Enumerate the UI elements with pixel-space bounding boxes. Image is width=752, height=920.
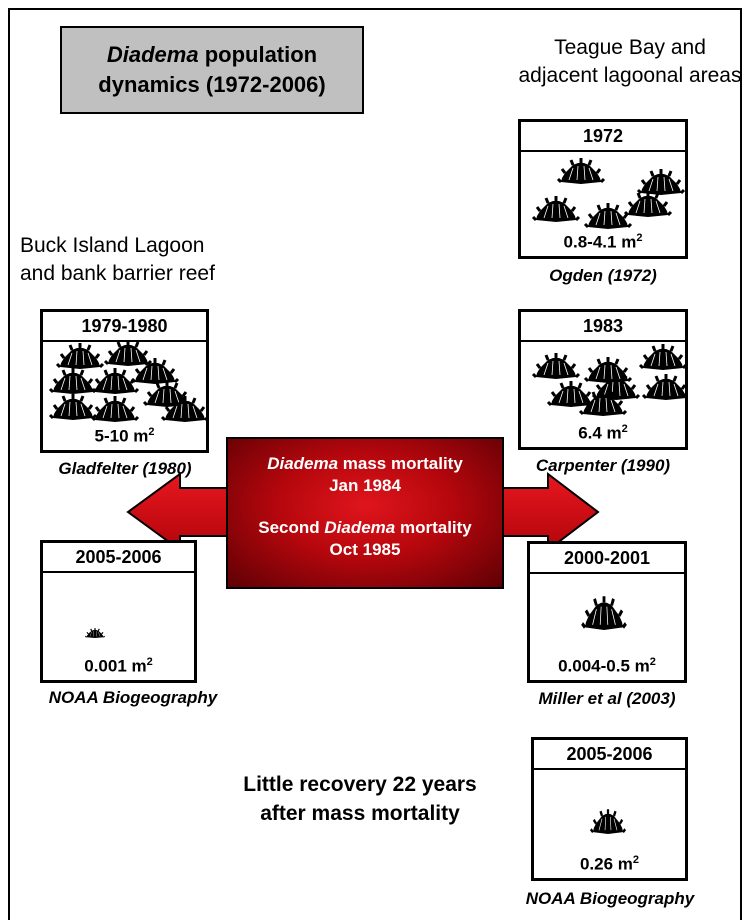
panel-area: 5-10 m2 xyxy=(43,421,206,448)
panel-year: 1983 xyxy=(521,312,685,342)
unit-superscript: 2 xyxy=(632,854,640,867)
mortality-line2: Jan 1984 xyxy=(329,476,401,495)
panel-1972: 1972 0.8-4.1 m2 xyxy=(518,119,688,259)
panel-1983: 1983 6.4 m2 xyxy=(518,309,688,450)
left-region-label: Buck Island Lagoon and bank barrier reef xyxy=(20,232,300,288)
mortality-line3-pre: Second xyxy=(258,518,325,537)
panel-area: 6.4 m2 xyxy=(521,418,685,445)
title-rest: population xyxy=(198,42,318,67)
panel-year: 2005-2006 xyxy=(43,543,194,573)
panel-1979-1980: 1979-1980 5-10 m2 xyxy=(40,309,209,453)
panel-year: 2000-2001 xyxy=(530,544,684,574)
panel-2000-2001: 2000-2001 0.004-0.5 m2 xyxy=(527,541,687,683)
right-region-line2: adjacent lagoonal areas xyxy=(518,64,742,87)
unit-superscript: 2 xyxy=(621,423,628,436)
mortality-line3-rest: mortality xyxy=(395,518,472,537)
recovery-line2: after mass mortality xyxy=(260,802,460,825)
panel-year: 1979-1980 xyxy=(43,312,206,342)
panel-2005-2006-left: 2005-2006 0.001 m2 xyxy=(40,540,197,683)
mortality-line3: Second Diadema mortality xyxy=(228,517,502,539)
recovery-line1: Little recovery 22 years xyxy=(243,773,477,796)
unit-superscript: 2 xyxy=(636,232,643,245)
citation-noaa-left: NOAA Biogeography xyxy=(48,688,218,707)
citation-noaa-right: NOAA Biogeography xyxy=(525,889,695,908)
panel-area-value: 6.4 m xyxy=(578,424,622,443)
left-region-line2: and bank barrier reef xyxy=(20,262,215,285)
right-arrow xyxy=(499,471,600,553)
citation-ogden: Ogden (1972) xyxy=(549,266,657,285)
panel-area: 0.001 m2 xyxy=(43,651,194,678)
panel-area-value: 0.26 m xyxy=(579,855,633,874)
panel-year: 2005-2006 xyxy=(534,740,685,770)
left-region-line1: Buck Island Lagoon xyxy=(20,234,205,257)
panel-area: 0.004-0.5 m2 xyxy=(530,651,684,678)
mortality-line1-rest: mass mortality xyxy=(338,454,463,473)
title-line2: dynamics (1972-2006) xyxy=(98,72,326,97)
recovery-note: Little recovery 22 years after mass mort… xyxy=(200,770,520,828)
mortality-line1-italic: Diadema xyxy=(267,454,339,473)
unit-superscript: 2 xyxy=(649,656,656,669)
right-region-line1: Teague Bay and xyxy=(554,36,706,59)
citation-gladfelter: Gladfelter (1980) xyxy=(58,459,192,478)
panel-2005-2006-right: 2005-2006 0.26 m2 xyxy=(531,737,688,881)
right-region-label: Teague Bay and adjacent lagoonal areas xyxy=(510,34,750,90)
unit-superscript: 2 xyxy=(148,426,155,439)
panel-area-value: 0.8-4.1 m xyxy=(563,233,637,252)
panel-area: 0.8-4.1 m2 xyxy=(521,227,685,254)
mortality-line1: Diadema mass mortality xyxy=(228,453,502,475)
citation-carpenter: Carpenter (1990) xyxy=(535,456,671,475)
mortality-line4: Oct 1985 xyxy=(329,540,401,559)
mortality-box: Diadema mass mortality Jan 1984 Second D… xyxy=(226,437,504,589)
unit-superscript: 2 xyxy=(146,656,153,669)
mortality-line3-italic: Diadema xyxy=(324,518,396,537)
left-arrow xyxy=(126,472,231,552)
panel-area: 0.26 m2 xyxy=(534,849,685,876)
panel-area-value: 0.001 m xyxy=(84,657,147,676)
title-box: Diadema population dynamics (1972-2006) xyxy=(60,26,364,114)
panel-year: 1972 xyxy=(521,122,685,152)
citation-miller: Miller et al (2003) xyxy=(538,689,676,708)
panel-area-value: 5-10 m xyxy=(94,427,149,446)
figure-frame xyxy=(8,8,742,920)
panel-area-value: 0.004-0.5 m xyxy=(558,657,650,676)
title-italic: Diadema xyxy=(106,42,199,67)
